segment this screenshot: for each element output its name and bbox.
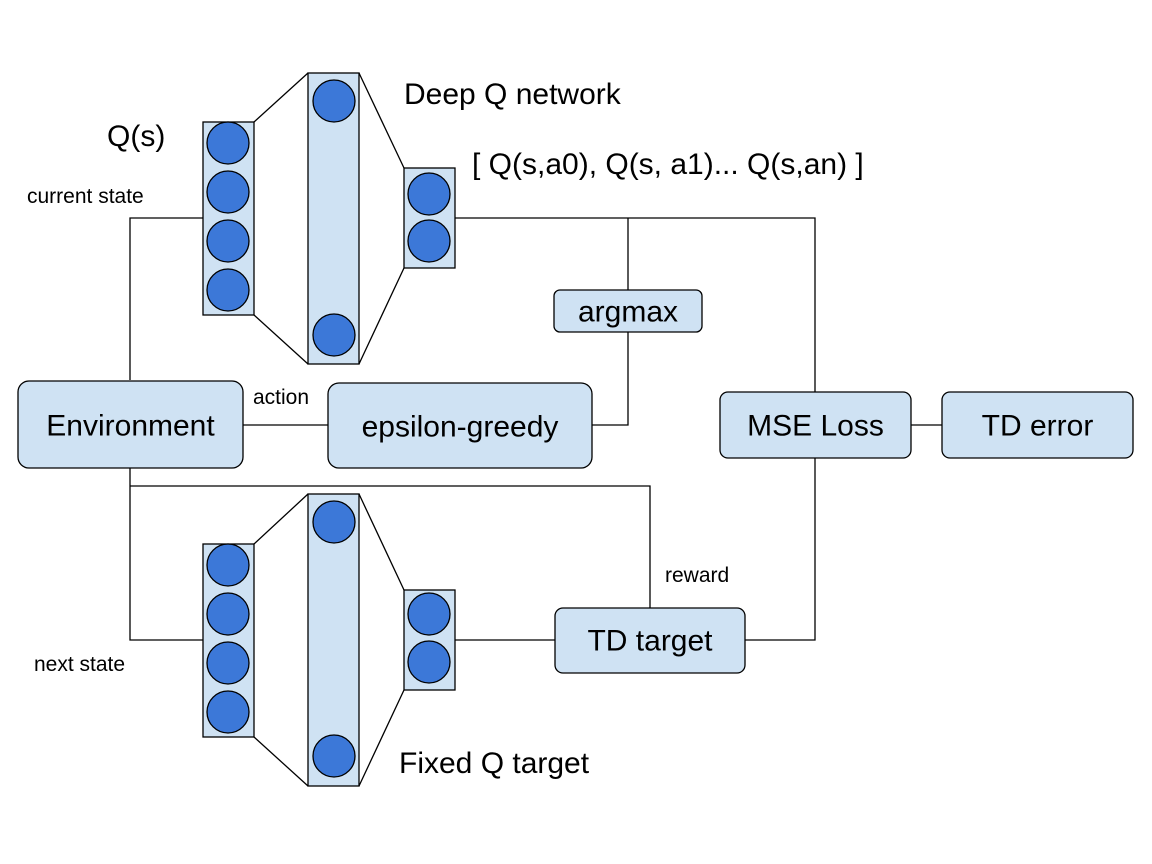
q-output-to-mse-connector: [455, 217, 816, 392]
td-target-to-mse-connector: [745, 458, 816, 641]
td-error-label: TD error: [982, 410, 1094, 443]
connector-lines: [129, 217, 942, 641]
output-neuron: [407, 172, 451, 216]
input-neuron: [206, 543, 250, 587]
q-values-label: [ Q(s,a0), Q(s, a1)... Q(s,an) ]: [472, 148, 864, 181]
hidden-neuron: [312, 79, 356, 123]
argmax-to-epsilon-connector: [592, 332, 629, 426]
input-neuron: [206, 268, 250, 312]
mse-loss-box: MSE Loss: [719, 391, 912, 459]
output-neuron: [407, 219, 451, 263]
argmax-label: argmax: [578, 296, 678, 329]
output-neuron: [407, 640, 451, 684]
input-neuron: [206, 170, 250, 214]
output-neuron: [407, 592, 451, 636]
input-neuron: [206, 641, 250, 685]
next-state-connector: [129, 468, 203, 641]
mse-loss-label: MSE Loss: [747, 410, 884, 443]
td-error-box: TD error: [941, 391, 1134, 459]
input-neuron: [206, 690, 250, 734]
next-state-label: next state: [34, 653, 125, 676]
fixed-q-network-edges: [253, 493, 405, 787]
environment-label: Environment: [46, 410, 215, 443]
hidden-neuron: [312, 500, 356, 544]
td-target-label: TD target: [587, 625, 713, 658]
current-state-label: current state: [27, 185, 144, 208]
td-target-box: TD target: [554, 607, 746, 674]
epsilon-greedy-label: epsilon-greedy: [362, 411, 559, 444]
input-neuron: [206, 219, 250, 263]
fixed-q-target-network: [202, 493, 456, 787]
current-state-connector: [129, 217, 203, 380]
deep-q-network-edges: [253, 72, 405, 365]
input-neuron: [206, 121, 250, 165]
fixed-q-target-title: Fixed Q target: [399, 747, 590, 780]
deep-q-network-title: Deep Q network: [404, 78, 622, 111]
deep-q-network: [202, 72, 456, 365]
environment-box: Environment: [17, 380, 244, 469]
reward-connector: [130, 485, 651, 608]
reward-label: reward: [665, 564, 729, 587]
hidden-neuron: [312, 313, 356, 357]
q-of-s-label: Q(s): [107, 120, 165, 153]
epsilon-greedy-box: epsilon-greedy: [327, 382, 593, 469]
input-neuron: [206, 592, 250, 636]
argmax-box: argmax: [553, 289, 703, 333]
hidden-neuron: [312, 734, 356, 778]
action-label: action: [253, 386, 309, 409]
